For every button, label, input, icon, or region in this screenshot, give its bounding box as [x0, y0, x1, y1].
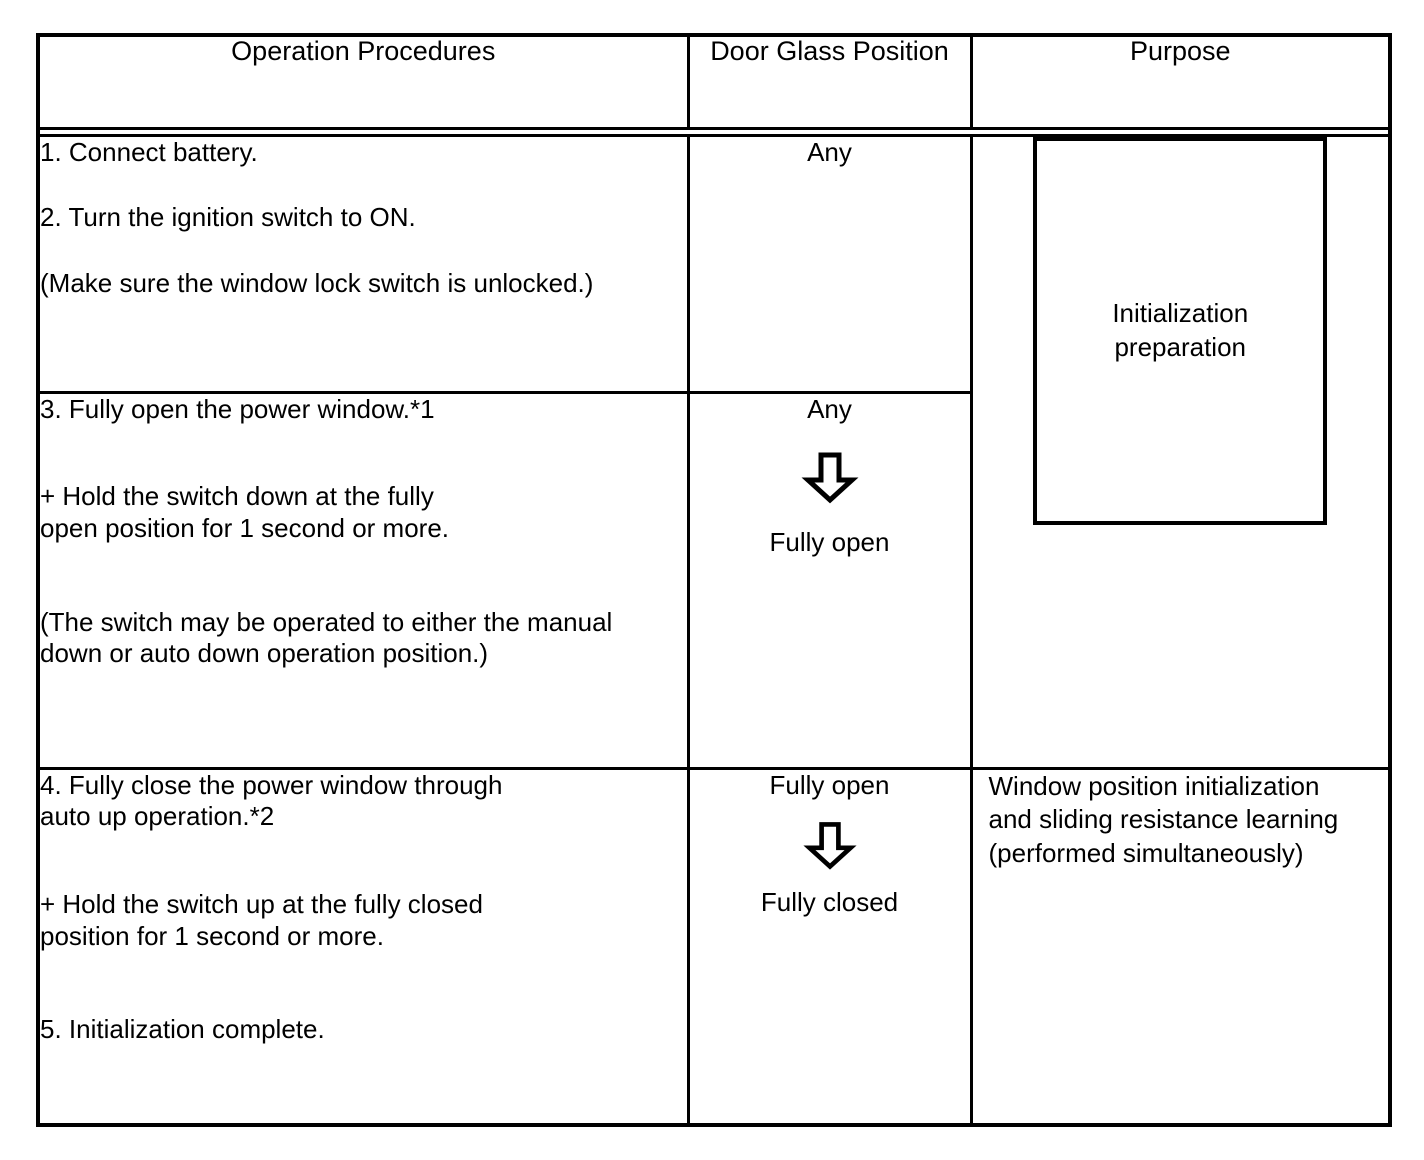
procedure-step-2: 2. Turn the ignition switch to ON. — [40, 202, 416, 233]
spacer — [40, 833, 687, 889]
column-header-door-glass-position: Door Glass Position — [688, 35, 973, 128]
door-glass-state-stack: Any Fully open — [690, 394, 970, 558]
down-block-arrow-icon — [802, 817, 858, 873]
procedure-step-4: 4. Fully close the power window through … — [40, 769, 503, 832]
door-glass-state-to-row2: Fully open — [769, 526, 890, 557]
table-row: 4. Fully close the power window through … — [38, 768, 1390, 1125]
header-double-rule — [38, 126, 1390, 137]
procedure-note-window-lock: (Make sure the window lock switch is unl… — [40, 267, 594, 298]
cell-door-glass-row1: Any — [688, 135, 973, 394]
table-header: Operation Procedures Door Glass Position… — [38, 35, 1390, 137]
table-row: 1. Connect battery. 2. Turn the ignition… — [38, 135, 1390, 770]
table-body: 1. Connect battery. 2. Turn the ignition… — [38, 135, 1390, 1125]
procedure-hold-switch-down: + Hold the switch down at the fully open… — [40, 481, 450, 543]
spacer — [40, 234, 687, 268]
cell-door-glass-row2: Any Fully open — [688, 392, 973, 770]
cell-procedures-row1: 1. Connect battery. 2. Turn the ignition… — [38, 135, 690, 394]
door-glass-state-from-row3: Fully open — [769, 769, 890, 800]
cell-procedures-row2: 3. Fully open the power window.*1 + Hold… — [38, 392, 690, 770]
spacer — [40, 425, 687, 481]
cell-purpose-row3: Window position initialization and slidi… — [971, 768, 1390, 1125]
door-glass-state-from-row1: Any — [807, 136, 852, 167]
purpose-inner-box: Initialization preparation — [1033, 136, 1328, 525]
cell-procedures-row3: 4. Fully close the power window through … — [38, 768, 690, 1125]
cell-door-glass-row3: Fully open Fully closed — [688, 768, 973, 1125]
initialization-procedure-table: Operation Procedures Door Glass Position… — [36, 33, 1392, 1127]
header-row: Operation Procedures Door Glass Position… — [38, 35, 1390, 128]
door-glass-state-from-row2: Any — [807, 393, 852, 424]
door-glass-state-stack: Any — [690, 137, 970, 168]
door-glass-state-stack: Fully open Fully closed — [690, 770, 970, 918]
down-block-arrow-icon — [800, 447, 860, 507]
spacer — [40, 545, 687, 607]
purpose-boxed-label: Initialization preparation — [1112, 298, 1249, 362]
procedure-step-1: 1. Connect battery. — [40, 136, 258, 167]
spacer — [40, 168, 687, 202]
column-header-purpose: Purpose — [971, 35, 1390, 128]
procedure-hold-switch-up: + Hold the switch up at the fully closed… — [40, 888, 483, 951]
procedure-note-switch-positions: (The switch may be operated to either th… — [40, 606, 613, 669]
table-row: 3. Fully open the power window.*1 + Hold… — [38, 392, 1390, 770]
cell-purpose-initialization-preparation: Initialization preparation — [971, 135, 1390, 770]
procedure-step-5: 5. Initialization complete. — [40, 1014, 325, 1045]
door-glass-state-to-row3: Fully closed — [760, 886, 899, 917]
header-rule-segment-1 — [38, 126, 688, 137]
header-rule-segment-3 — [971, 126, 1390, 137]
purpose-description-row3: Window position initialization and slidi… — [988, 770, 1339, 869]
spacer — [40, 952, 687, 1014]
header-rule-segment-2 — [688, 126, 971, 137]
procedure-step-3: 3. Fully open the power window.*1 — [40, 393, 435, 424]
column-header-operation-procedures: Operation Procedures — [38, 35, 690, 128]
